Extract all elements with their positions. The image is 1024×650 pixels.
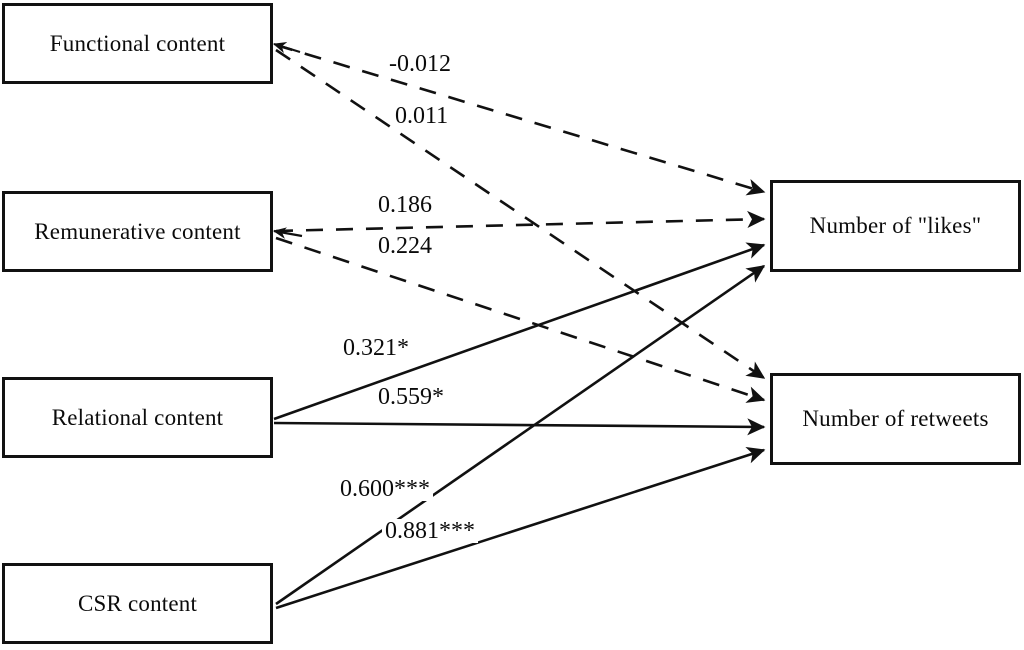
- edge-label-relational-retweets: 0.559*: [375, 385, 447, 409]
- node-label-number-of-retweets: Number of retweets: [802, 406, 989, 432]
- edge-label-csr-likes: 0.600***: [337, 477, 433, 501]
- edge-relational-to-retweets: [273, 418, 766, 436]
- node-label-csr-content: CSR content: [77, 590, 198, 616]
- edge-label-functional-retweets: 0.011: [392, 104, 452, 128]
- edge-csr-to-likes: [275, 264, 766, 606]
- edge-label-remunerative-retweets: 0.224: [375, 234, 435, 258]
- node-label-relational-content: Relational content: [51, 404, 224, 430]
- edge-label-remunerative-likes: 0.186: [375, 193, 435, 217]
- node-relational-content[interactable]: Relational content: [2, 377, 273, 458]
- node-csr-content[interactable]: CSR content: [2, 563, 273, 644]
- edge-remunerative-to-likes: [275, 210, 766, 233]
- node-label-remunerative-content: Remunerative content: [34, 218, 241, 244]
- edge-functional-to-retweets: [275, 48, 766, 380]
- node-label-number-of-likes: Number of "likes": [809, 213, 982, 239]
- edge-remunerative-to-retweets: [275, 236, 766, 403]
- edge-csr-to-retweets: [275, 447, 766, 610]
- node-number-of-retweets[interactable]: Number of retweets: [770, 373, 1021, 465]
- edge-label-functional-likes: -0.012: [386, 52, 454, 76]
- edge-label-relational-likes: 0.321*: [340, 336, 412, 360]
- edge-label-csr-retweets: 0.881***: [382, 519, 478, 543]
- edge-functional-to-likes: [275, 43, 766, 196]
- edge-arrowhead-at-remunerative: [272, 227, 303, 239]
- node-remunerative-content[interactable]: Remunerative content: [2, 191, 273, 272]
- edge-relational-to-likes: [273, 242, 766, 421]
- edge-arrowhead-at-functional: [272, 42, 301, 54]
- node-functional-content[interactable]: Functional content: [2, 3, 273, 84]
- node-number-of-likes[interactable]: Number of "likes": [770, 180, 1021, 272]
- node-label-functional-content: Functional content: [49, 30, 226, 56]
